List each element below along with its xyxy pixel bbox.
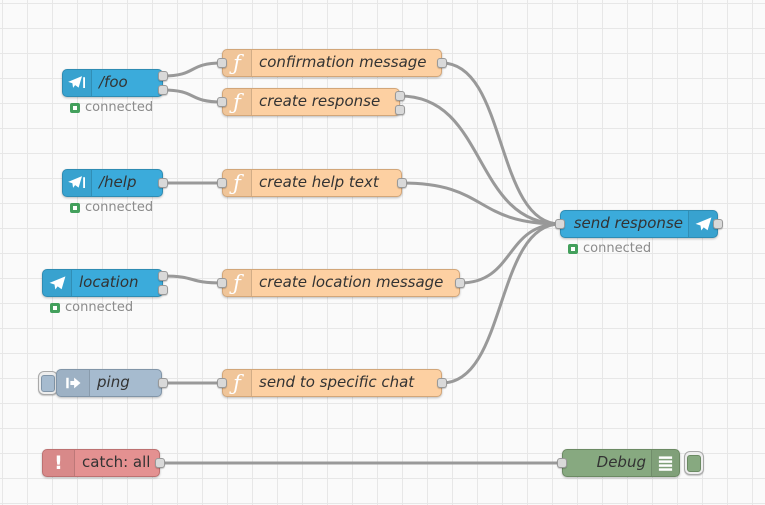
node-debug[interactable]: Debug [562,449,680,477]
node-confirmation-message[interactable]: ƒ confirmation message [222,49,442,77]
input-port[interactable] [557,458,567,468]
node-create-help-text[interactable]: ƒ create help text [222,169,402,197]
output-port[interactable] [437,58,447,68]
node-catch-all[interactable]: ! catch: all [42,449,160,477]
function-icon: ƒ [223,89,252,115]
status-label: connected [85,100,154,115]
node-label: send response [573,213,683,232]
status-label: connected [85,200,154,215]
status-connected-icon [70,202,80,213]
node-send-response[interactable]: send response [560,210,718,238]
node-ping[interactable]: ping [56,369,162,397]
telegram-plane-icon [688,211,717,237]
wire-confirmation-message-to-send-response[interactable] [440,61,562,226]
output-port[interactable] [713,219,723,229]
status-connected-icon [568,243,578,254]
wire-create-location-message-to-send-response[interactable] [458,222,562,285]
wire-location-to-create-location-message[interactable] [161,274,224,285]
node-label: location [79,272,139,291]
wire-foo-to-confirmation-message[interactable] [161,61,224,78]
telegram-plane-bar-icon [63,170,92,196]
node-location[interactable]: location [42,269,163,297]
button-inner [41,374,55,392]
input-port[interactable] [217,58,227,68]
output-port[interactable] [158,285,168,295]
input-port[interactable] [555,219,565,229]
input-port[interactable] [217,97,227,107]
status-label: connected [583,241,652,256]
wire-create-help-text-to-send-response[interactable] [400,181,562,226]
input-port[interactable] [217,178,227,188]
output-port[interactable] [158,71,168,81]
node-label: ping [97,372,130,391]
node-label: create response [259,91,381,110]
node-label: create location message [259,272,444,291]
output-port[interactable] [437,378,447,388]
status-connected-icon [50,302,60,313]
output-port[interactable] [158,85,168,95]
wire-send-to-specific-chat-to-send-response[interactable] [440,222,562,385]
output-port[interactable] [158,178,168,188]
ping-inject-button[interactable] [38,371,58,395]
debug-toggle-button[interactable] [684,451,704,475]
node-status: connected [70,201,153,214]
output-port[interactable] [397,178,407,188]
node-label: catch: all [82,452,151,471]
output-port[interactable] [455,278,465,288]
node-label: create help text [259,172,379,191]
status-label: connected [65,300,134,315]
input-port[interactable] [217,378,227,388]
node-label: send to specific chat [259,372,415,391]
function-icon: ƒ [223,50,252,76]
debug-list-icon [651,450,679,476]
output-port[interactable] [155,458,165,468]
output-port[interactable] [158,271,168,281]
node-create-response[interactable]: ƒ create response [222,88,400,116]
exclamation-icon: ! [43,450,75,476]
inject-arrow-icon [57,370,90,396]
node-label: confirmation message [259,52,427,71]
node-create-location-message[interactable]: ƒ create location message [222,269,460,297]
function-icon: ƒ [223,170,252,196]
function-icon: ƒ [223,370,252,396]
node-label: /help [99,172,137,191]
node-status: connected [568,242,651,255]
status-connected-icon [70,102,80,113]
wire-foo-to-create-response[interactable] [161,88,224,104]
node-status: connected [70,101,153,114]
node-status: connected [50,301,133,314]
node-label: Debug [596,452,646,471]
wire-create-response-to-send-response[interactable] [398,94,562,226]
telegram-plane-icon [43,270,72,296]
output-port[interactable] [395,105,405,115]
output-port[interactable] [395,91,405,101]
function-icon: ƒ [223,270,252,296]
button-inner [687,454,701,472]
node-label: /foo [99,72,128,91]
telegram-plane-bar-icon [63,70,92,96]
output-port[interactable] [158,378,168,388]
input-port[interactable] [217,278,227,288]
node-send-to-specific-chat[interactable]: ƒ send to specific chat [222,369,442,397]
node-foo[interactable]: /foo [62,69,163,97]
node-help[interactable]: /help [62,169,163,197]
